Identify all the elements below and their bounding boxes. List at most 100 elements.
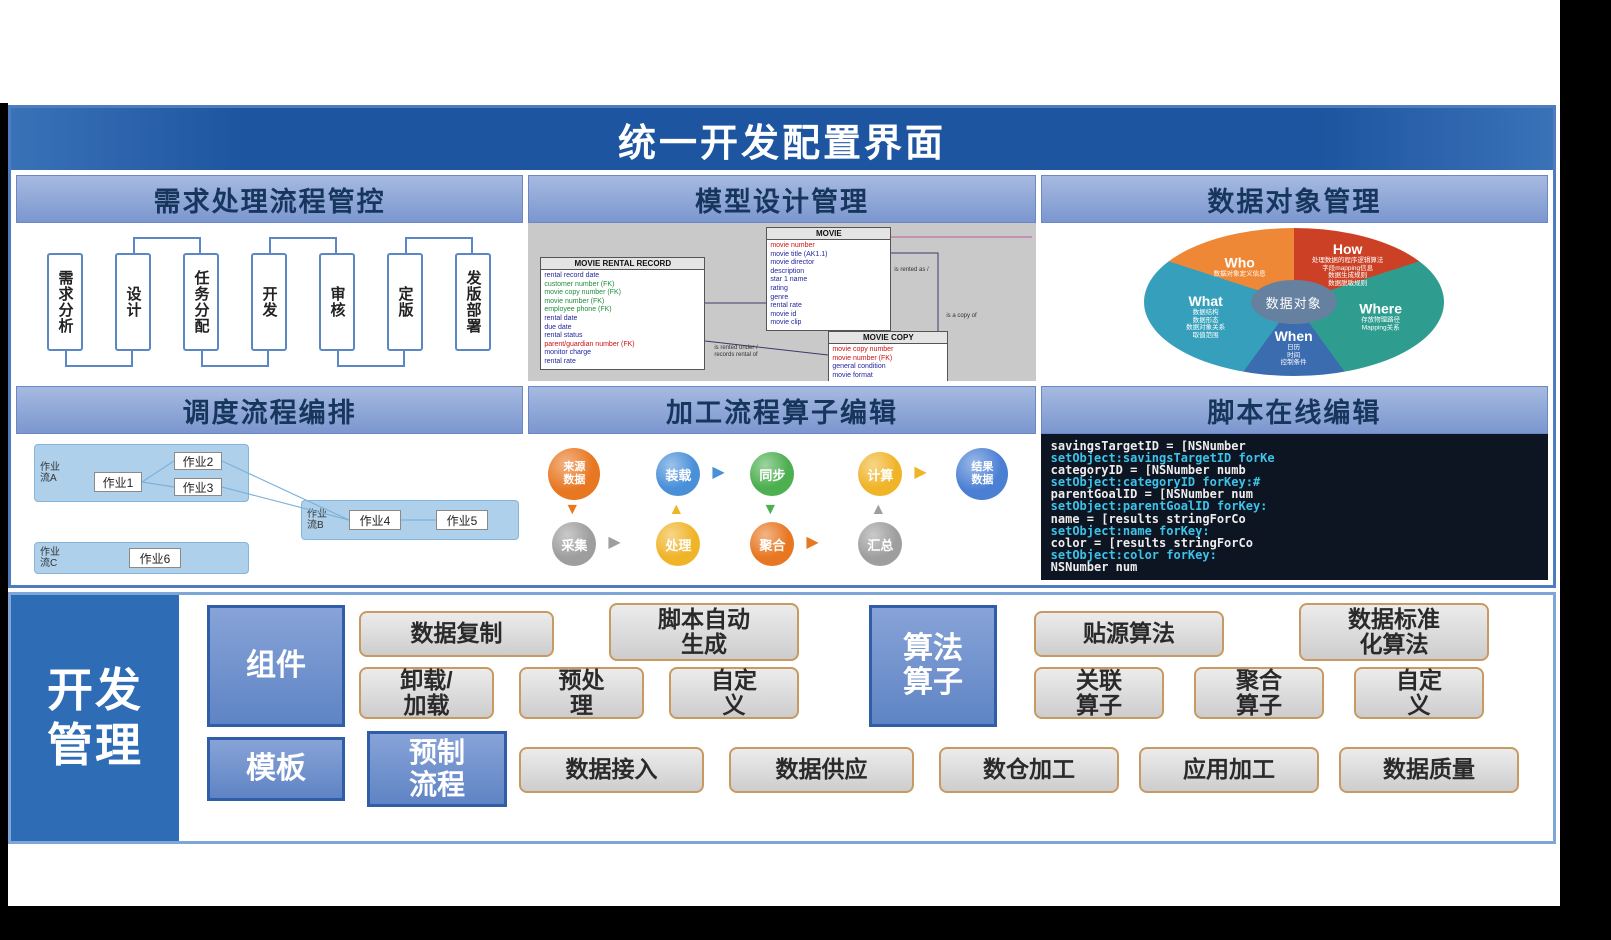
er-relation-label: is rented as / [894,267,929,273]
chip-data-replication: 数据复制 [359,611,554,657]
panel-script: 脚本在线编辑 savingsTargetID = [NSNumber setOb… [1040,386,1548,580]
operator-node-calc: 计算 [858,452,903,496]
requirement-flow: 需求分析 设计 任务分配 开发 审核 定版 发版部署 [16,223,524,381]
component-box: 组件 [207,605,345,727]
segment-name: Where [1359,300,1403,317]
segment-desc: 处理数据的程序逻辑算法 字段mapping信息 数据生成规则 数据脱敏规则 [1311,257,1384,287]
flow-connector [201,351,269,367]
flow-step: 需求分析 [47,253,83,351]
code-line: categoryID = [NSNumber numb [1050,463,1246,478]
er-field-group: parent/guardian number (FK) [544,340,635,348]
chip-standardize-algo: 数据标准 化算法 [1299,603,1489,661]
chip-aggregate-operator: 聚合 算子 [1194,667,1324,719]
panel-grid: 需求处理流程管控 需求分析 设计 任务分配 开发 审核 定版 发版部署 [11,170,1553,585]
wheel-center: 数据对象 [1250,280,1337,324]
arrow-down-icon [564,502,580,518]
flow-connector [269,237,337,253]
er-field-group: monitor charge rental rate [544,349,592,365]
segment-name: What [1188,293,1223,309]
flow-connector [133,237,201,253]
schedule-connectors [141,460,436,521]
operator-canvas: 来源 数据 装载 同步 计算 结果 数据 采集 处理 聚合 [528,434,1036,580]
arrow-right-icon [806,535,818,551]
er-field-group: rental record date [544,272,600,279]
flow-step: 审核 [319,253,355,351]
job-box: 作业4 [349,510,401,530]
operator-node-aggregate: 聚合 [750,522,795,566]
chip-join-operator: 关联 算子 [1034,667,1164,719]
flow-step: 开发 [251,253,287,351]
wheel-segment-when: When 日历 时间 控制条件 [1239,328,1349,367]
job-box: 作业3 [174,478,222,496]
job-flow-label: 作业流C [40,547,60,569]
chip-source-algo: 贴源算法 [1034,611,1224,657]
job-box: 作业1 [94,472,142,492]
panel-schedule: 调度流程编排 作业流A 作业流B 作业流C [16,386,524,580]
code-line: setObject:color forKey: [1050,547,1217,562]
panel-script-title: 脚本在线编辑 [1040,386,1548,434]
operator-node-load: 装载 [656,452,701,496]
arrow-up-icon [668,502,684,518]
panel-data-object-title: 数据对象管理 [1040,175,1548,223]
dev-management-label: 开发 管理 [11,595,179,841]
flow-connector [65,351,133,367]
segment-desc: 日历 时间 控制条件 [1280,343,1307,366]
er-field-group: movie title (AK1.1) movie director descr… [770,250,828,327]
segment-desc: 数据对象定义信息 [1213,270,1266,278]
chip-data-quality: 数据质量 [1339,747,1519,793]
wheel-segment-where: Where 存放物理路径 Mapping关系 [1326,301,1436,332]
panel-operator: 加工流程算子编辑 来源 数据 装载 同步 计算 结果 数据 采集 处理 [528,386,1036,580]
chip-warehouse-processing: 数仓加工 [939,747,1119,793]
er-field-group: customer number (FK) movie copy number (… [544,280,621,314]
chip-script-autogen: 脚本自动 生成 [609,603,799,661]
er-table-title: MOVIE RENTAL RECORD [540,257,706,270]
er-field-group: rental date due date rental status [544,314,583,340]
chip-data-supply: 数据供应 [729,747,914,793]
code-line: NSNumber num [1050,559,1138,574]
er-table-fields: movie number movie title (AK1.1) movie d… [766,240,892,331]
er-diagram: MOVIE RENTAL RECORD rental record date c… [528,223,1036,381]
er-field-group: general condition movie format [832,363,886,379]
black-strip-left [0,103,8,906]
er-table-title: MOVIE COPY [828,331,949,344]
dev-management-content: 组件 数据复制 脚本自动 生成 卸载/ 加载 预处 理 自定 义 算法 算子 贴… [179,595,1553,841]
segment-desc: 数据结构 数据形态 数据对象关系 取值范围 [1186,309,1226,339]
chip-custom: 自定 义 [669,667,799,719]
arrow-up-icon [870,502,886,518]
operator-node-sync: 同步 [750,452,795,496]
segment-name: How [1332,241,1363,257]
arrow-right-icon [914,465,926,481]
panel-requirement: 需求处理流程管控 需求分析 设计 任务分配 开发 审核 定版 发版部署 [16,175,524,381]
dev-management-section: 开发 管理 组件 数据复制 脚本自动 生成 卸载/ 加载 预处 理 自定 义 算… [8,592,1556,844]
er-table-fields: movie copy number movie number (FK) gene… [828,344,949,381]
wheel-segment-how: How 处理数据的程序逻辑算法 字段mapping信息 数据生成规则 数据脱敏规… [1293,241,1403,287]
job-flow-label: 作业流A [40,462,60,484]
operator-node-process: 处理 [656,522,701,566]
job-flow-label: 作业流B [307,509,327,531]
operator-node-summary: 汇总 [858,522,903,566]
code-editor: savingsTargetID = [NSNumber setObject:sa… [1040,434,1548,580]
job-box: 作业2 [174,452,222,470]
arrow-right-icon [712,465,724,481]
panel-model-title: 模型设计管理 [528,175,1036,223]
chip-unload-load: 卸载/ 加载 [359,667,494,719]
flow-connector [337,351,405,367]
er-table-movie-copy: MOVIE COPY movie copy number movie numbe… [828,331,949,381]
segment-name: When [1274,327,1313,344]
template-box: 模板 [207,737,345,801]
er-table-movie-rental-record: MOVIE RENTAL RECORD rental record date c… [540,257,706,370]
panel-model: 模型设计管理 MOVIE RENTAL RECORD rental record… [528,175,1036,381]
flow-step: 设计 [115,253,151,351]
code-line: savingsTargetID = [NSNumber [1050,439,1246,453]
wheel-segment-who: Who 数据对象定义信息 [1185,254,1295,278]
code-line: color = [results stringForCo [1050,535,1253,550]
code-line: setObject:name forKey: [1050,523,1210,538]
job-box: 作业5 [436,510,488,530]
chip-data-ingest: 数据接入 [519,747,704,793]
algorithm-box: 算法 算子 [869,605,997,727]
flow-step: 发版部署 [455,253,491,351]
main-diagram: 统一开发配置界面 需求处理流程管控 需求分析 设计 任务分配 开发 审核 [8,105,1556,588]
er-table-fields: rental record date customer number (FK) … [540,270,706,370]
chip-app-processing: 应用加工 [1139,747,1319,793]
er-table-movie: MOVIE movie number movie title (AK1.1) m… [766,227,892,331]
